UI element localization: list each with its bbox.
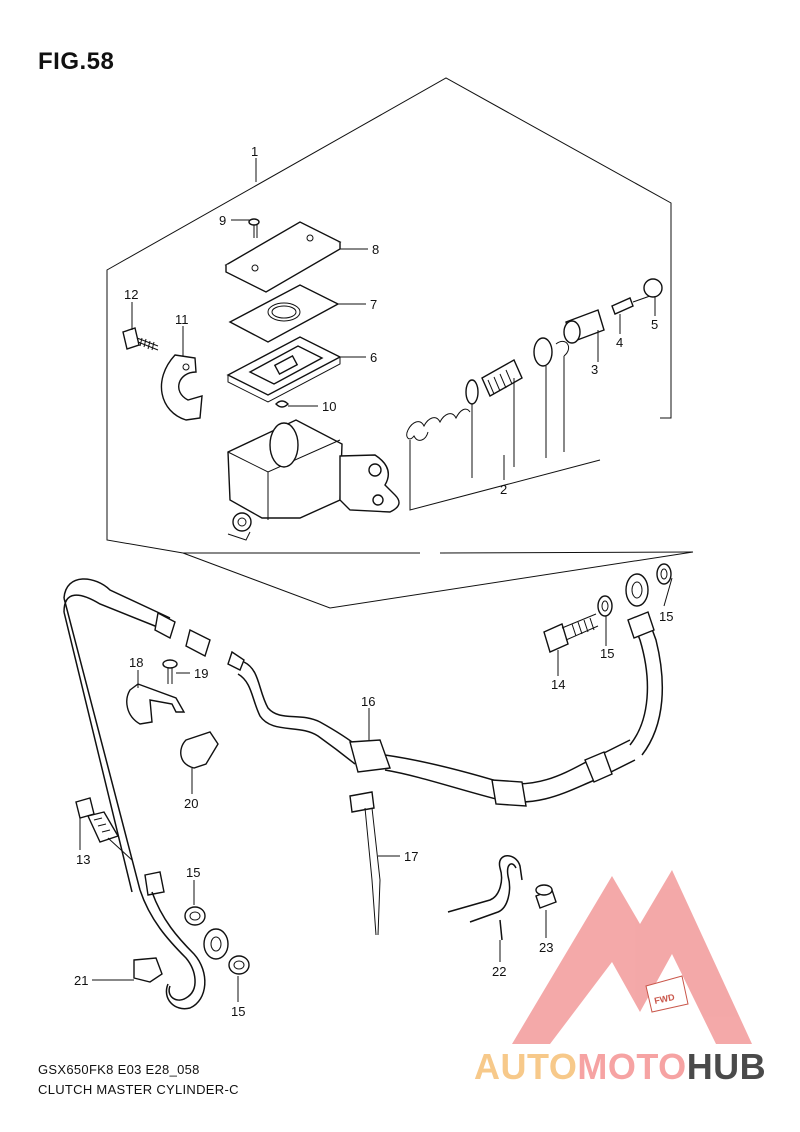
- cap-screw: [248, 218, 260, 238]
- watermark-auto: AUTO: [474, 1046, 578, 1087]
- callout-19: 19: [194, 666, 208, 681]
- callout-11: 11: [175, 312, 189, 327]
- callout-13: 13: [76, 852, 90, 867]
- callout-12: 12: [124, 287, 138, 302]
- callout-2: 2: [500, 482, 507, 497]
- callout-21: 21: [74, 973, 88, 988]
- piston-kit: [406, 278, 663, 511]
- sensor-clip: [275, 400, 289, 408]
- callout-15d: 15: [231, 1004, 245, 1019]
- watermark-text: AUTOMOTOHUB: [474, 1046, 766, 1088]
- fwd-mark: FWD: [653, 992, 676, 1006]
- master-cylinder-body: [227, 419, 400, 541]
- callout-labels: 1 2 3 4 5 6 7 8 9 10 11 12 13 14 15 15 1…: [74, 144, 673, 1019]
- callout-8: 8: [372, 242, 379, 257]
- diaphragm-plate: [228, 284, 340, 343]
- callout-6: 6: [370, 350, 377, 365]
- callout-5: 5: [651, 317, 658, 332]
- handlebar-clamp: [160, 354, 203, 421]
- leader-lines: [79, 158, 673, 1002]
- footer-section-name: CLUTCH MASTER CYLINDER-C: [38, 1082, 239, 1097]
- watermark-logo: FWD: [512, 870, 752, 1044]
- callout-16: 16: [361, 694, 375, 709]
- union-bolt: [543, 613, 599, 653]
- callout-9: 9: [219, 213, 226, 228]
- clutch-hose: [63, 573, 664, 1010]
- reservoir-cap: [224, 221, 342, 293]
- footer-model-code: GSX650FK8 E03 E28_058: [38, 1062, 200, 1077]
- callout-20: 20: [184, 796, 198, 811]
- watermark-moto: MOTO: [577, 1046, 687, 1087]
- callout-3: 3: [591, 362, 598, 377]
- callout-18: 18: [129, 655, 143, 670]
- hose-clamps: [126, 659, 557, 983]
- callout-23: 23: [539, 940, 553, 955]
- callout-15c: 15: [186, 865, 200, 880]
- diaphragm: [226, 336, 342, 403]
- callout-15a: 15: [659, 609, 673, 624]
- assembly-frame: [106, 77, 694, 609]
- figure-title: FIG.58: [38, 48, 115, 75]
- bleeder-bolt: [75, 797, 120, 843]
- clamp-bolt: [122, 327, 159, 351]
- callout-15b: 15: [600, 646, 614, 661]
- watermark-hub: HUB: [686, 1046, 767, 1087]
- washers: [184, 563, 672, 975]
- callout-14: 14: [551, 677, 565, 692]
- callout-1: 1: [251, 144, 258, 159]
- callout-7: 7: [370, 297, 377, 312]
- callout-17: 17: [404, 849, 418, 864]
- callout-10: 10: [322, 399, 336, 414]
- callout-22: 22: [492, 964, 506, 979]
- callout-4: 4: [616, 335, 623, 350]
